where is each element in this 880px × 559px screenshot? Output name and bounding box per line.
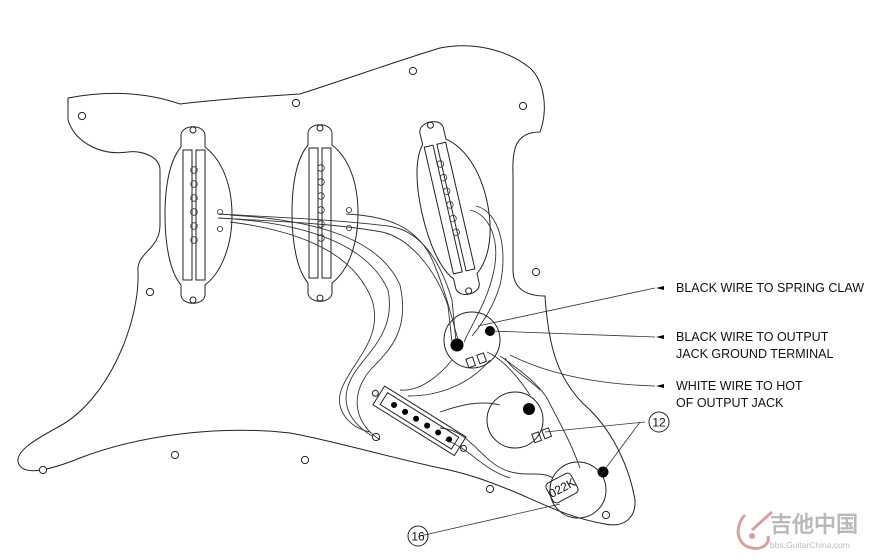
screw-hole	[170, 450, 180, 460]
selector-switch	[371, 385, 468, 457]
watermark-guitar-logo	[736, 510, 774, 550]
screw-hole	[408, 66, 418, 76]
watermark-url: bbs.GuitarChina.com	[770, 540, 850, 550]
watermark-title: 吉他中国	[770, 512, 858, 538]
callout-arrowheads	[656, 286, 664, 388]
svg-text:16: 16	[411, 530, 425, 544]
callout-spring-claw: BLACK WIRE TO SPRING CLAW	[676, 281, 864, 295]
screw-hole	[291, 98, 301, 108]
neck-pickup	[164, 126, 233, 304]
callout-output-hot-line1: WHITE WIRE TO HOT	[676, 379, 803, 393]
screw-hole	[300, 455, 310, 465]
callout-output-ground-line2: JACK GROUND TERMINAL	[676, 347, 833, 361]
middle-pickup	[291, 124, 359, 302]
screw-hole	[485, 484, 495, 494]
callout-output-ground-line1: BLACK WIRE TO OUTPUT	[676, 330, 829, 344]
screw-hole	[531, 267, 541, 277]
pickguard-outline	[17, 45, 636, 526]
callout-leaders	[419, 287, 656, 537]
capacitor-label: 022K	[546, 475, 577, 501]
callout-bubble-12: 12	[648, 411, 670, 433]
screw-hole	[77, 111, 87, 121]
wiring	[217, 205, 581, 479]
svg-text:12: 12	[652, 416, 666, 430]
watermark: 吉他中国 bbs.GuitarChina.com	[736, 510, 858, 550]
bridge-pickup	[416, 121, 491, 295]
callout-output-hot-line2: OF OUTPUT JACK	[676, 396, 784, 410]
callout-bubble-16: 16	[407, 525, 429, 547]
screw-hole	[601, 510, 611, 520]
screw-hole	[145, 287, 155, 297]
screw-hole	[518, 101, 528, 111]
tone-pot-1	[486, 391, 553, 449]
screw-hole	[38, 465, 48, 475]
